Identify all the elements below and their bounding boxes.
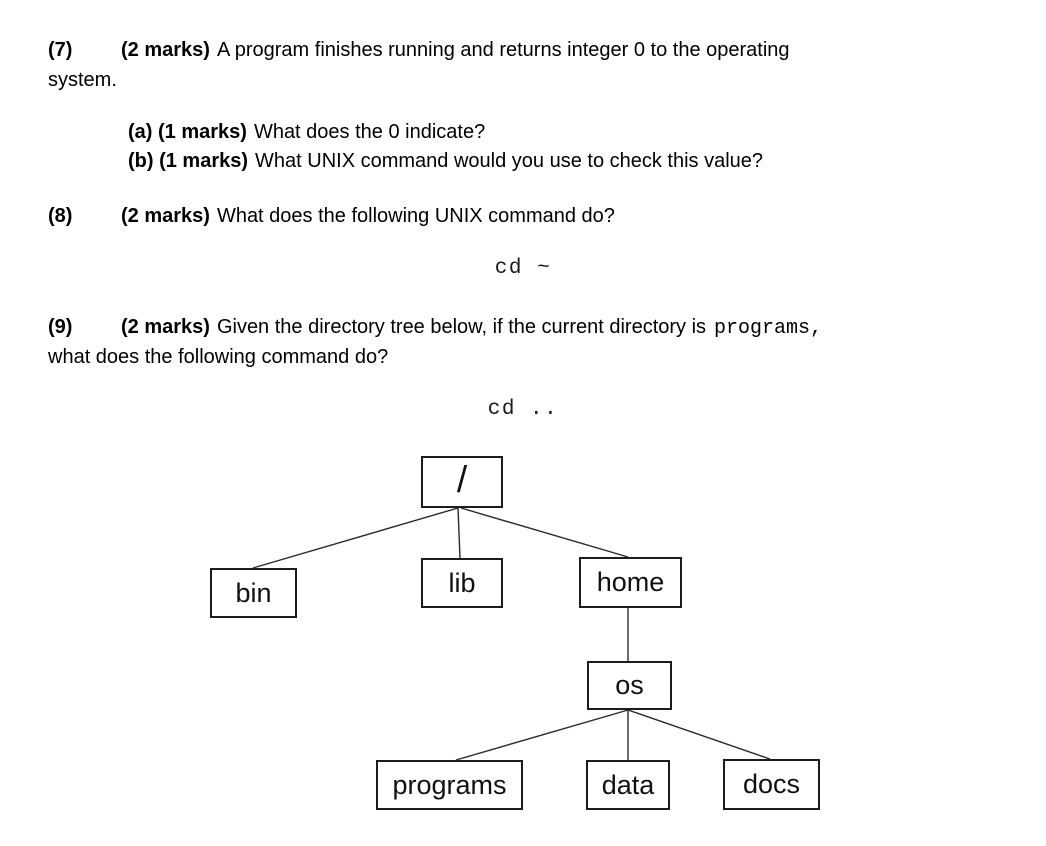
tree-node-home-label: home [596,567,665,597]
question-8-marks: (2 marks) [121,205,210,227]
question-9-inline-code: programs, [714,317,823,340]
question-9-text: Given the directory tree below, if the c… [216,316,707,338]
question-9-line-2: what does the following command do? [48,344,388,370]
tree-node-bin-label: bin [235,577,272,608]
tree-node-data: data [586,760,670,810]
question-9-number: (9) [48,316,73,338]
tree-edge-root-lib [457,507,461,559]
tree-node-os: os [587,661,672,710]
tree-node-lib-label: lib [448,567,476,598]
question-7b-text: What UNIX command would you use to check… [255,150,764,172]
question-9-text-continued: what does the following command do? [48,346,389,368]
question-7a-text: What does the 0 indicate? [253,121,486,143]
tree-edge-root-home [460,507,629,558]
tree-node-root: / [421,456,503,508]
tree-node-programs: programs [376,760,523,810]
question-7-number: (7) [48,39,73,61]
question-9-line-1: (9) (2 marks) Given the directory tree bel… [48,314,822,342]
command-cd-home: cd ~ [494,257,552,280]
question-7b-label: (b) (1 marks) [128,150,249,172]
tree-node-home: home [579,557,682,608]
tree-node-root-label: / [456,459,468,500]
question-7-line-1: (7) (2 marks) A program finishes running a… [48,37,790,63]
question-8-line: (8) (2 marks) What does the following UNIX… [48,203,615,229]
question-7b: (b) (1 marks) What UNIX command would you… [128,148,763,174]
question-7-text: A program finishes running and returns i… [216,39,790,61]
command-cd-parent: cd .. [487,398,559,421]
tree-node-data-label: data [601,769,655,800]
question-8-text: What does the following UNIX command do? [216,205,615,227]
question-7-marks: (2 marks) [121,39,210,61]
question-9-marks: (2 marks) [121,316,210,338]
question-8-number: (8) [48,205,73,227]
tree-node-os-label: os [615,670,644,700]
tree-node-docs: docs [723,759,820,810]
tree-edge-os-docs [627,709,771,760]
tree-node-lib: lib [421,558,503,608]
tree-node-bin: bin [210,568,297,618]
tree-edge-os-programs [455,709,629,761]
question-7-line-2: system. [48,67,117,93]
tree-node-docs-label: docs [742,769,801,799]
tree-node-programs-label: programs [392,769,507,800]
question-7a-label: (a) (1 marks) [128,121,247,143]
question-7a: (a) (1 marks) What does the 0 indicate? [128,119,485,145]
question-7-text-continued: system. [48,69,117,91]
